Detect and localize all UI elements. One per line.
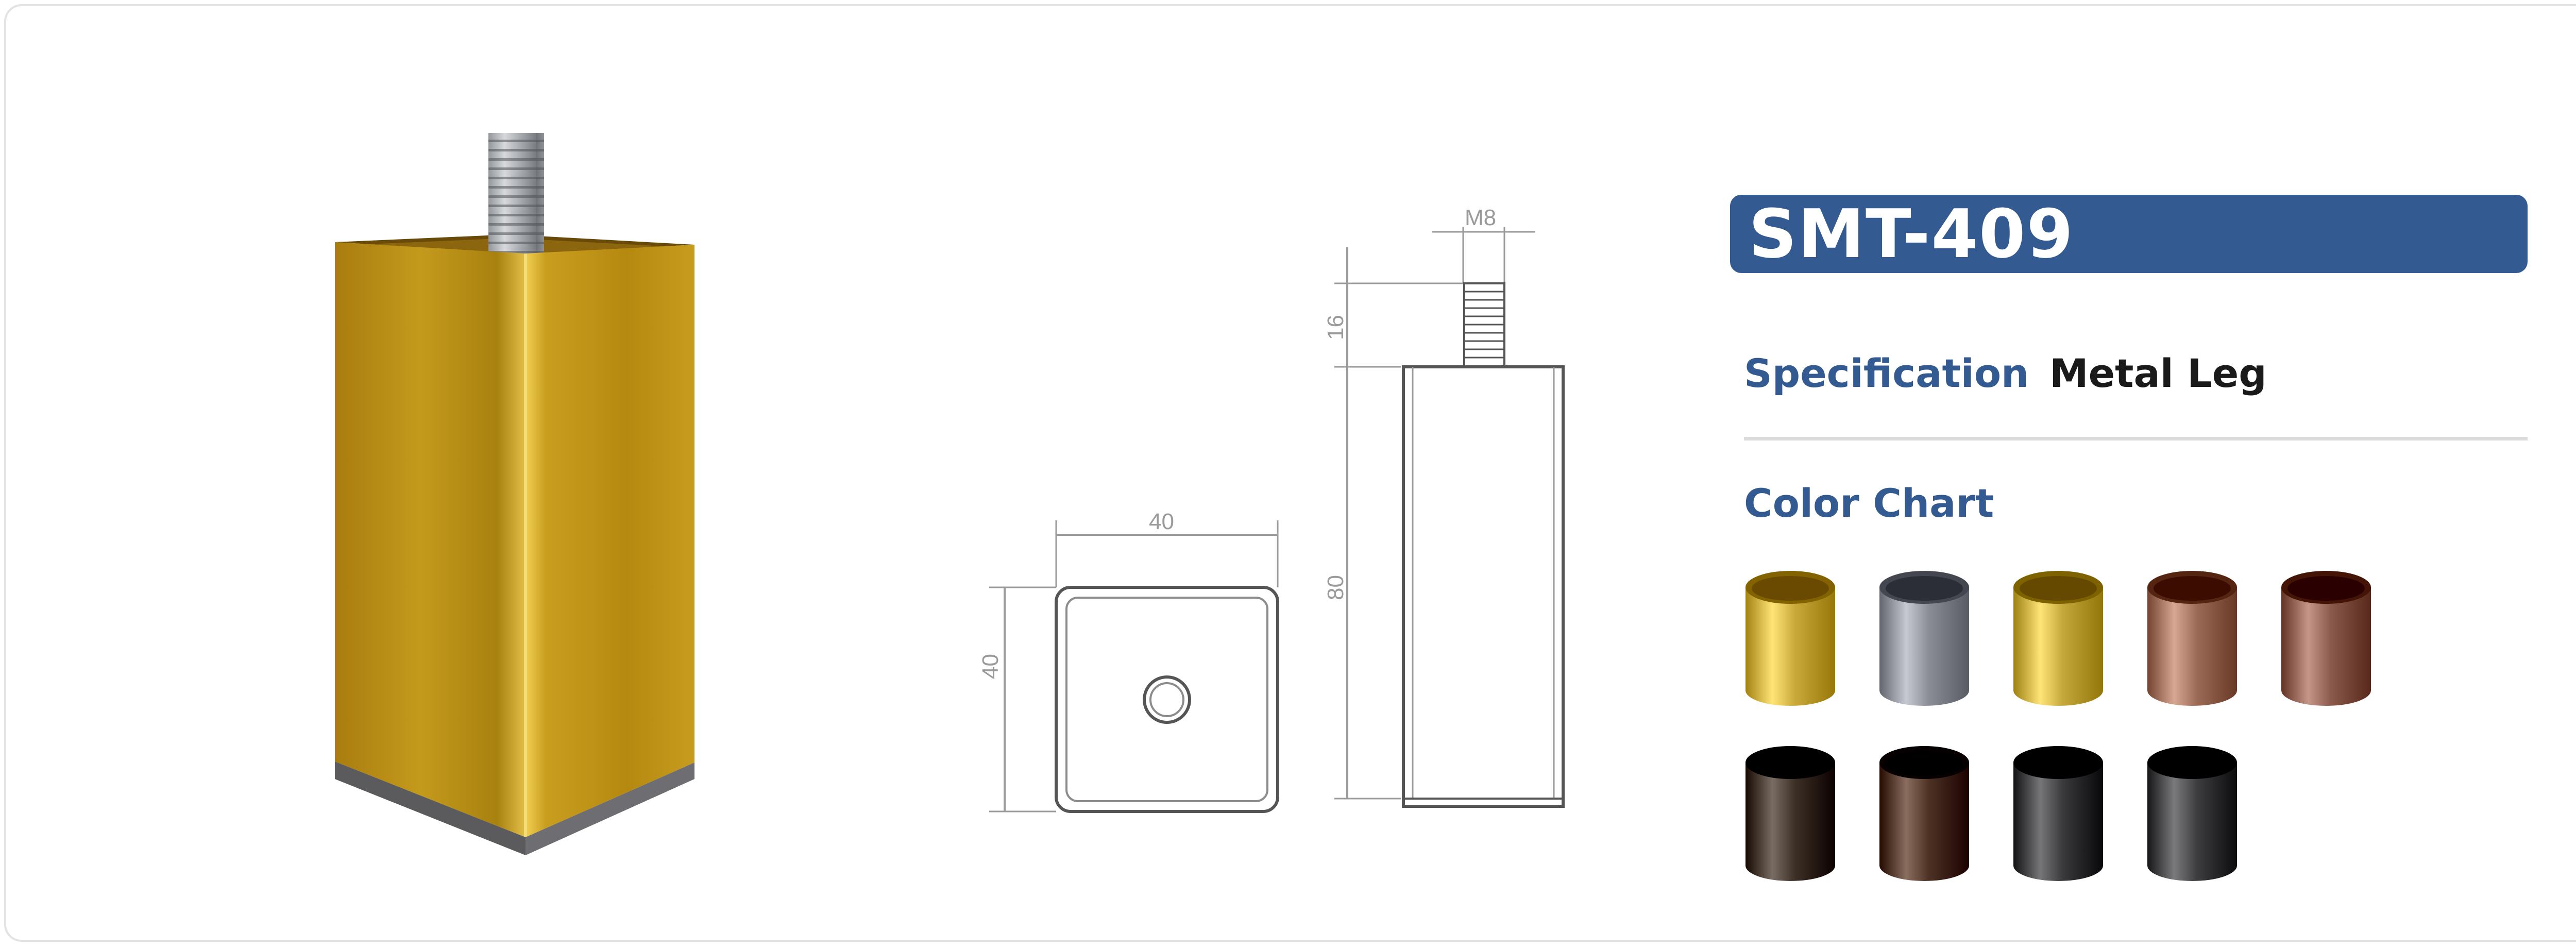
color-swatch-brass	[2013, 571, 2103, 706]
color-swatch-chrome	[1879, 571, 1969, 706]
divider	[1744, 437, 2528, 441]
specification-value: Metal Leg	[2049, 350, 2267, 396]
color-swatch-black-nickel	[2147, 746, 2237, 881]
body-height-label: 80	[1323, 575, 1348, 600]
thread-size-label: M8	[1465, 205, 1497, 230]
model-title-bar: SMT-409	[1730, 195, 2528, 273]
top-depth-label: 40	[978, 654, 1003, 679]
side-view-drawing	[1334, 227, 1565, 808]
product-photo	[335, 133, 694, 855]
specification-label: Specification	[1744, 350, 2029, 396]
top-view-drawing	[989, 520, 1279, 813]
color-swatch-mocha	[1879, 746, 1969, 881]
color-swatch-gunmetal	[2013, 746, 2103, 881]
color-chart-label: Color Chart	[1744, 480, 1994, 526]
color-swatch-rose-gold	[2281, 571, 2371, 706]
model-title: SMT-409	[1749, 195, 2074, 273]
color-swatch-gold	[1745, 571, 1835, 706]
color-swatch-dark-bronze	[1745, 746, 1835, 881]
color-swatch-rose-copper	[2147, 571, 2237, 706]
top-width-label: 40	[1149, 509, 1174, 534]
thread-length-label: 16	[1323, 315, 1348, 340]
